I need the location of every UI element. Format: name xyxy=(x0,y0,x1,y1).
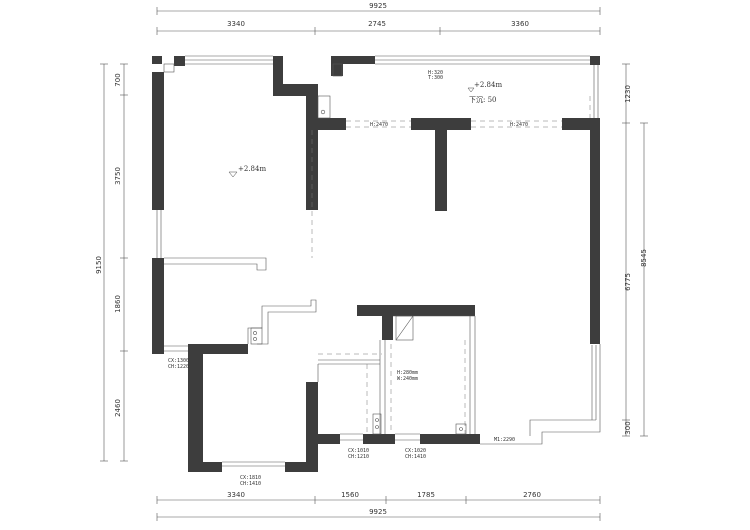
top-seg-1: 3340 xyxy=(227,20,245,28)
bottom-seg-4: 2760 xyxy=(523,491,541,499)
inner-lines xyxy=(163,63,601,445)
right-seg-3: 300 xyxy=(624,421,632,434)
top-dimensions: 9925 3340 2745 3360 xyxy=(156,2,601,35)
balcony-t: T:300 xyxy=(428,75,443,81)
top-seg-3: 3360 xyxy=(511,20,529,28)
ch-bath2: CH:1410 xyxy=(405,454,426,460)
right-seg-2: 6775 xyxy=(624,273,632,291)
m1-label: M1:2290 xyxy=(494,437,515,443)
cx-bath2: CX:1020 xyxy=(405,448,426,454)
cx-bottom: CX:1810 xyxy=(240,475,261,481)
dashed-lines xyxy=(311,96,591,434)
right-outer-dim: 8545 xyxy=(640,249,648,267)
cx-bath1: CX:1010 xyxy=(348,448,369,454)
level-triangle-icon-2 xyxy=(228,171,238,178)
beam-left: H:2470 xyxy=(370,122,388,128)
bath-w: W:240mm xyxy=(397,376,418,382)
bottom-dimensions: 3340 1560 1785 2760 9925 xyxy=(156,491,601,521)
bottom-seg-1: 3340 xyxy=(227,491,245,499)
left-seg-3: 1860 xyxy=(114,295,122,313)
bath-h: H:280mm xyxy=(397,370,418,376)
left-dimensions: 9150 700 3750 1860 2460 xyxy=(95,63,128,462)
left-seg-1: 700 xyxy=(114,73,122,86)
walls xyxy=(152,56,600,472)
cx-left: CX:1300 xyxy=(168,358,189,364)
window-lines xyxy=(156,55,599,467)
ch-bath1: CH:1210 xyxy=(348,454,369,460)
left-seg-4: 2460 xyxy=(114,399,122,417)
left-total-dim: 9150 xyxy=(95,256,103,274)
balcony-h: H:320 xyxy=(428,70,443,76)
ch-bottom: CH:1410 xyxy=(240,481,261,487)
bottom-seg-3: 1785 xyxy=(417,491,435,499)
level-room: +2.84m xyxy=(238,165,266,173)
bottom-total-dim: 9925 xyxy=(369,508,387,516)
level-balcony: +2.84m xyxy=(474,81,502,89)
right-dimensions: 1230 6775 300 8545 xyxy=(622,63,648,437)
drop-balcony: 下沉: 50 xyxy=(469,96,497,104)
notes: H:320 T:300 H:2470 H:2470 CX:1300 CH:122… xyxy=(168,70,528,487)
right-seg-1: 1230 xyxy=(624,85,632,103)
left-seg-2: 3750 xyxy=(114,167,122,185)
bottom-seg-2: 1560 xyxy=(341,491,359,499)
ch-left: CH:1220 xyxy=(168,364,189,370)
level-markers: +2.84m 下沉: 50 +2.84m xyxy=(228,81,502,178)
level-triangle-icon xyxy=(467,87,475,93)
beam-right: H:2470 xyxy=(510,122,528,128)
top-total-dim: 9925 xyxy=(369,2,387,10)
top-seg-2: 2745 xyxy=(368,20,386,28)
